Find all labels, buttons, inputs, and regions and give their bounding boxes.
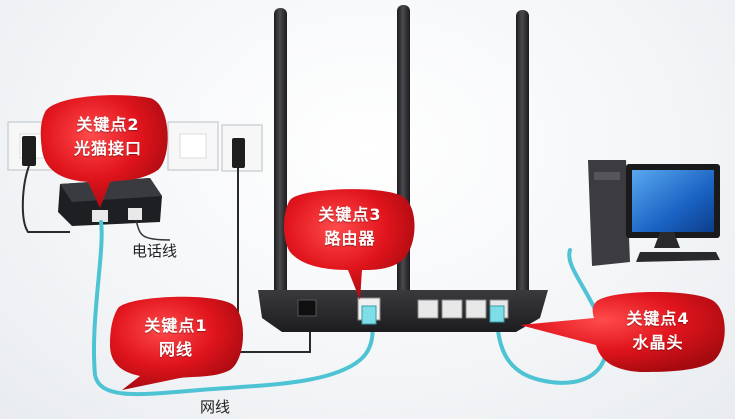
callout-2-subtitle: 光猫接口 bbox=[73, 139, 142, 158]
callout-bubble-3 bbox=[284, 189, 415, 300]
callout-1-title: 关键点1 bbox=[144, 316, 208, 335]
phone-line-label: 电话线 bbox=[132, 242, 178, 260]
callout-bubble-1 bbox=[110, 296, 244, 390]
router-antenna-left bbox=[274, 8, 287, 308]
optical-modem bbox=[58, 178, 162, 226]
rj45-connector-router-wan bbox=[361, 305, 377, 325]
network-cable-router-pc bbox=[495, 248, 609, 385]
callout-4-subtitle: 水晶头 bbox=[632, 333, 684, 352]
rj45-connector-router-lan bbox=[489, 305, 505, 323]
router-antenna-right bbox=[516, 10, 529, 300]
power-adapter-middle bbox=[232, 138, 311, 353]
callout-3-text: 关键点3 路由器 bbox=[300, 203, 400, 251]
network-cable-modem-router bbox=[91, 220, 375, 397]
wall-socket-right bbox=[167, 121, 219, 171]
callout-4-title: 关键点4 bbox=[626, 309, 690, 328]
network-cable-label: 网线 bbox=[200, 398, 231, 416]
phone-line-cable bbox=[135, 219, 171, 241]
desktop-computer bbox=[588, 160, 720, 266]
callout-1-subtitle: 网线 bbox=[158, 340, 193, 359]
callout-bubble-4 bbox=[520, 291, 725, 372]
callout-3-subtitle: 路由器 bbox=[324, 229, 376, 248]
callout-2-text: 关键点2 光猫接口 bbox=[58, 113, 158, 161]
callout-1-text: 关键点1 网线 bbox=[126, 314, 226, 362]
callout-4-text: 关键点4 水晶头 bbox=[608, 307, 708, 355]
callout-bubble-2 bbox=[40, 95, 168, 208]
callout-2-title: 关键点2 bbox=[76, 115, 140, 134]
callout-3-title: 关键点3 bbox=[318, 205, 382, 224]
power-adapter-left bbox=[21, 136, 70, 233]
